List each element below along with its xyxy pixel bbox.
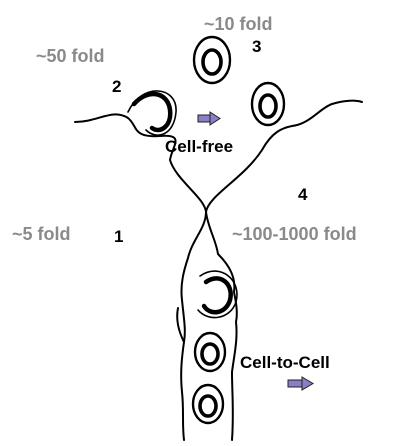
budding-virion-thick xyxy=(134,94,170,130)
label-fold-10: ~10 fold xyxy=(204,14,273,34)
label-num-2: 2 xyxy=(112,77,121,96)
label-num-1: 1 xyxy=(114,227,123,246)
label-fold-50: ~50 fold xyxy=(36,46,105,66)
label-num-4: 4 xyxy=(298,185,308,204)
free-virion xyxy=(194,37,230,83)
label-fold-100-1000: ~100-1000 fold xyxy=(232,224,357,244)
label-fold-5: ~5 fold xyxy=(12,224,71,244)
virion-right-upper xyxy=(252,83,284,125)
lower-virion-middle xyxy=(195,333,225,371)
upper-left-membrane xyxy=(75,114,206,212)
lower-budding-virion-thick xyxy=(204,278,231,312)
label-cell-free: Cell-free xyxy=(165,137,233,156)
right-arrow-icon xyxy=(198,112,220,125)
lower-cell-right-membrane xyxy=(206,212,237,440)
lower-virion-bottom xyxy=(193,385,223,423)
right-arrow-icon xyxy=(288,377,313,390)
label-cell-to-cell: Cell-to-Cell xyxy=(240,353,330,372)
label-num-3: 3 xyxy=(252,37,261,56)
upper-right-membrane xyxy=(206,101,362,212)
